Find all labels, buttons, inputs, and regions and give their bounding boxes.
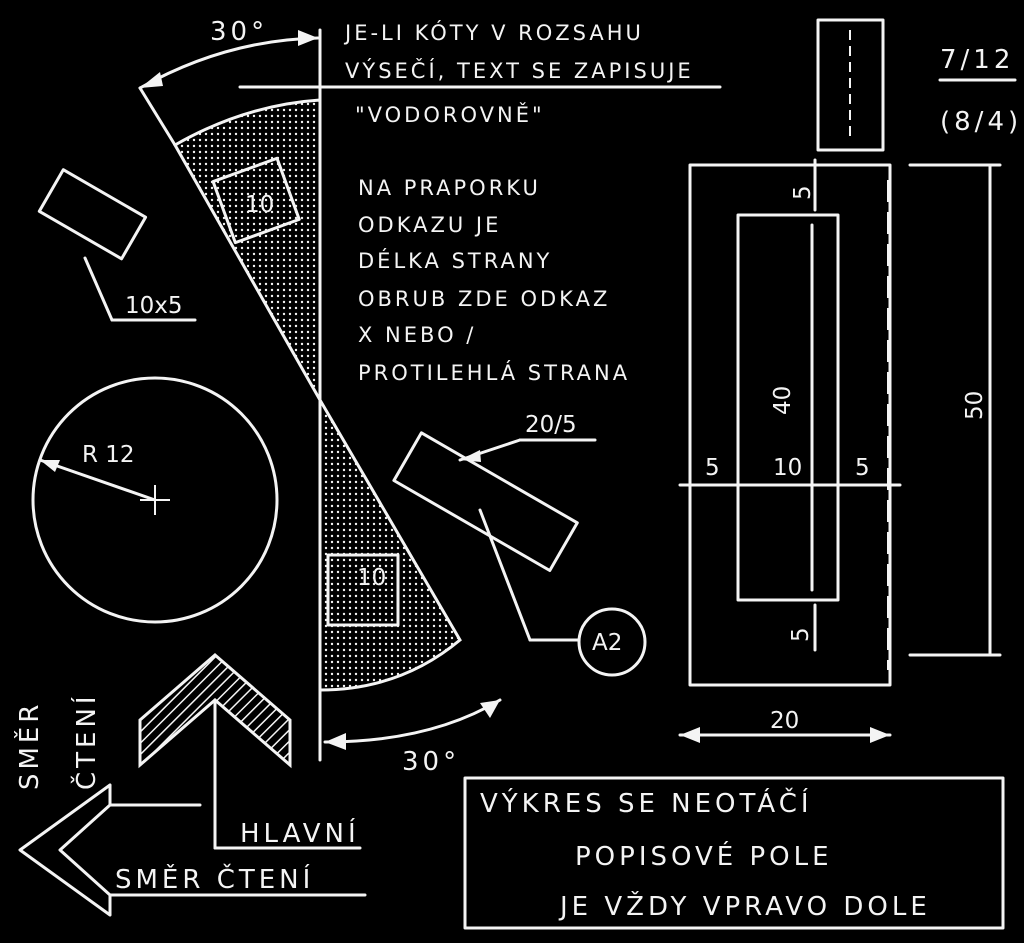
sector-bottom-arc-dimension bbox=[323, 698, 502, 744]
sector-bottom-wedge bbox=[318, 394, 462, 692]
svg-text:PROTILEHLÁ STRANA: PROTILEHLÁ STRANA bbox=[358, 360, 630, 385]
ratio-label: 7/12 bbox=[940, 45, 1014, 75]
rect-flag-label: 10x5 bbox=[125, 293, 183, 319]
ratio-alt-label: (8/4) bbox=[940, 107, 1022, 137]
right-gap-dim: 5 bbox=[855, 455, 870, 481]
sector-top-dim-box bbox=[211, 156, 301, 245]
svg-text:"VODOROVNĚ": "VODOROVNĚ" bbox=[355, 102, 545, 127]
left-gap-dim: 5 bbox=[705, 455, 720, 481]
sector-bottom-length: 10 bbox=[357, 565, 386, 591]
slant-flag-label: 20/5 bbox=[525, 412, 577, 438]
title-box-line-2: POPISOVÉ POLE bbox=[575, 840, 833, 872]
svg-text:ODKAZU JE: ODKAZU JE bbox=[358, 213, 501, 237]
svg-text:OBRUB ZDE ODKAZ: OBRUB ZDE ODKAZ bbox=[358, 287, 610, 311]
direction-up-arrow bbox=[138, 653, 292, 769]
dimensioned-part: 7/12 (8/4) 5 5 40 50 5 10 5 20 bbox=[678, 18, 1022, 743]
small-top-rect bbox=[816, 18, 885, 152]
radius-label: R 12 bbox=[82, 442, 135, 468]
sector-top: 10 30° bbox=[138, 17, 322, 406]
horizontal-direction: SMĚR ČTENÍ bbox=[115, 863, 314, 895]
total-width-dim: 20 bbox=[770, 708, 799, 734]
svg-text:X NEBO /: X NEBO / bbox=[358, 323, 476, 347]
reading-direction: SMĚR ČTENÍ HLAVNÍ SMĚR ČTENÍ bbox=[13, 653, 367, 917]
outer-top-dim: 5 bbox=[790, 185, 816, 200]
sector-bottom: 10 30° bbox=[318, 394, 502, 777]
vertical-direction-2: ČTENÍ bbox=[70, 692, 102, 790]
title-box-line-3: JE VŽDY VPRAVO DOLE bbox=[558, 890, 931, 922]
direction-left-arrow bbox=[18, 783, 112, 917]
sector-bottom-dim-box bbox=[326, 553, 400, 627]
circle bbox=[31, 376, 279, 624]
inner-rectangle bbox=[736, 213, 840, 602]
outer-height-dim: 50 bbox=[962, 391, 988, 420]
sector-top-wedge bbox=[172, 98, 322, 406]
angle-top-label: 30° bbox=[210, 17, 268, 47]
inner-height-dim: 40 bbox=[770, 386, 796, 415]
title-box: VÝKRES SE NEOTÁČÍ POPISOVÉ POLE JE VŽDY … bbox=[463, 776, 1005, 930]
callout-circle bbox=[577, 607, 647, 677]
angle-bottom-label: 30° bbox=[402, 747, 460, 777]
small-rectangle bbox=[37, 168, 148, 261]
vertical-direction-1: SMĚR bbox=[13, 701, 45, 790]
svg-text:DÉLKA STRANY: DÉLKA STRANY bbox=[358, 248, 552, 273]
sector-top-arrow-left bbox=[140, 72, 163, 88]
sector-top-length: 10 bbox=[245, 192, 274, 218]
circle-detail: R 12 bbox=[31, 376, 279, 624]
sector-top-arrow-right bbox=[298, 30, 318, 46]
title-box-frame bbox=[463, 776, 1005, 930]
svg-text:NA PRAPORKU: NA PRAPORKU bbox=[358, 176, 541, 200]
slanted-rectangle bbox=[392, 431, 579, 572]
outer-rectangle bbox=[688, 163, 892, 687]
slant-detail: 20/5 A2 bbox=[392, 412, 647, 677]
rect-flag-detail: 10x5 bbox=[37, 168, 197, 322]
main-label: HLAVNÍ bbox=[240, 817, 360, 849]
svg-text:VÝSEČÍ, TEXT SE ZAPISUJE: VÝSEČÍ, TEXT SE ZAPISUJE bbox=[345, 58, 694, 83]
inner-width-dim: 10 bbox=[773, 455, 802, 481]
callout-label: A2 bbox=[592, 630, 622, 656]
flag-note: NA PRAPORKU ODKAZU JE DÉLKA STRANY OBRUB… bbox=[358, 176, 630, 385]
title-box-line-1: VÝKRES SE NEOTÁČÍ bbox=[480, 787, 813, 819]
sector-note: JE-LI KÓTY V ROZSAHU VÝSEČÍ, TEXT SE ZAP… bbox=[238, 20, 722, 127]
svg-text:JE-LI KÓTY V ROZSAHU: JE-LI KÓTY V ROZSAHU bbox=[343, 20, 644, 45]
outer-bottom-dim: 5 bbox=[788, 627, 814, 642]
